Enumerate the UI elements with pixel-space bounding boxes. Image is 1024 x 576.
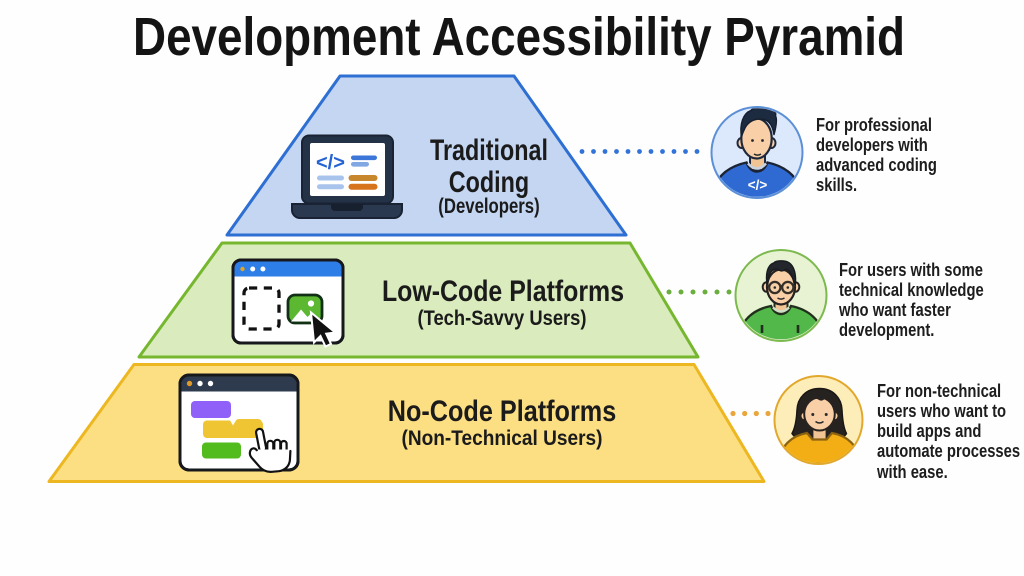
svg-text:</>: </> <box>748 178 768 193</box>
svg-text:</>: </> <box>316 152 345 174</box>
